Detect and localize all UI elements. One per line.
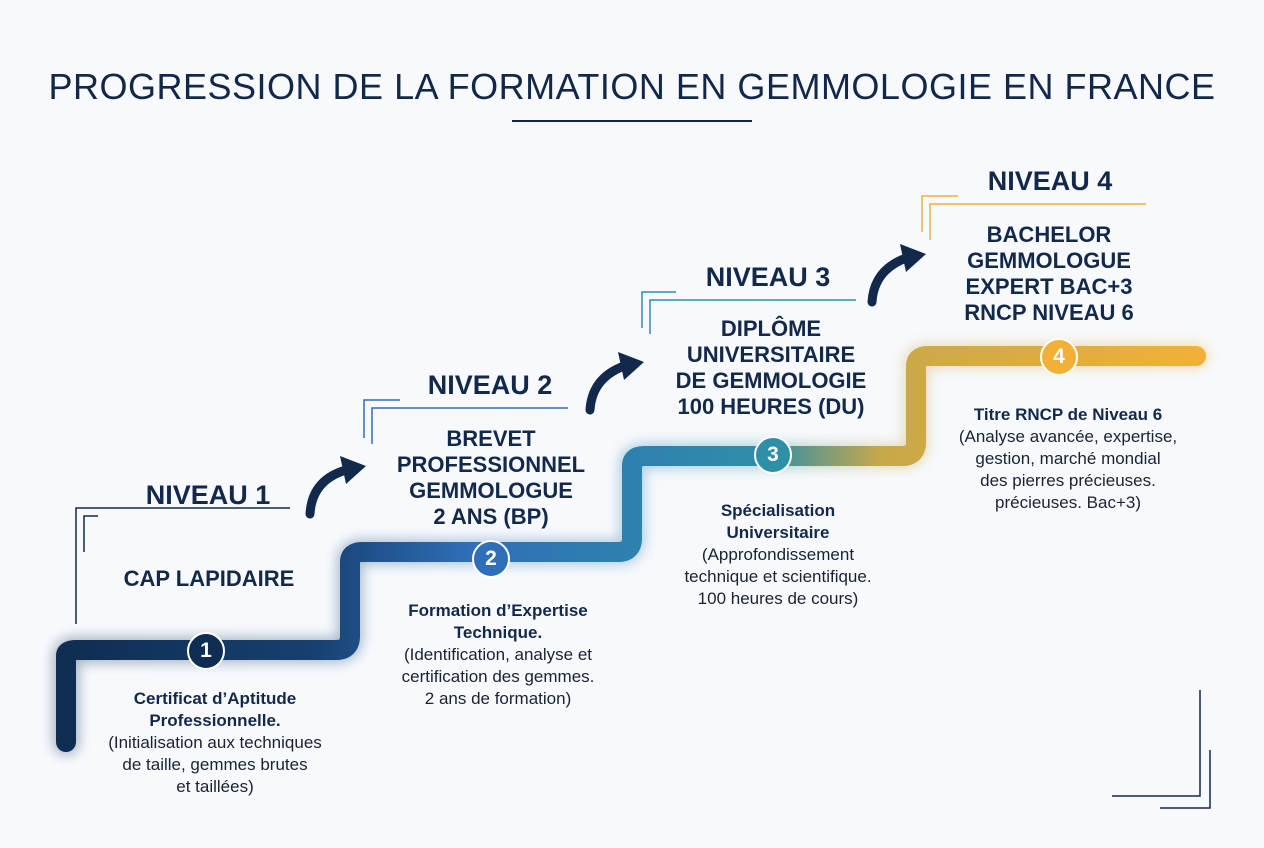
step-1-badge: 1 bbox=[187, 632, 225, 670]
level-4-label: NIVEAU 4 bbox=[987, 166, 1113, 196]
description-head: Certificat d’Aptitude bbox=[133, 689, 297, 708]
diploma-line: 100 HEURES (DU) bbox=[677, 394, 865, 419]
description-head: Spécialisation bbox=[720, 501, 836, 520]
step-4-badge: 4 bbox=[1040, 338, 1078, 376]
level-1-description: Certificat d’Aptitude Professionnelle. (… bbox=[70, 688, 360, 798]
description-head: Titre RNCP de Niveau 6 bbox=[973, 405, 1163, 424]
arrow-icon-2-to-3 bbox=[585, 352, 644, 415]
description-body: 100 heures de cours) bbox=[697, 589, 859, 608]
description-body: (Identification, analyse et bbox=[403, 645, 593, 664]
description-body: 2 ans de formation) bbox=[424, 689, 572, 708]
level-4-bracket bbox=[921, 195, 1146, 240]
level-3-bracket bbox=[641, 291, 856, 334]
level-3-label: NIVEAU 3 bbox=[705, 262, 831, 292]
diploma-line: BACHELOR bbox=[986, 222, 1112, 247]
description-body: (Approfondissement bbox=[701, 545, 855, 564]
description-body: certification des gemmes. bbox=[401, 667, 595, 686]
diploma-line: BREVET bbox=[446, 426, 536, 451]
description-head: Universitaire bbox=[726, 523, 830, 542]
description-head: Professionnelle. bbox=[149, 711, 281, 730]
diploma-line: 2 ANS (BP) bbox=[433, 504, 549, 529]
corner-decoration bbox=[1112, 690, 1211, 809]
level-2-diploma: BREVET PROFESSIONNEL GEMMOLOGUE 2 ANS (B… bbox=[378, 426, 604, 530]
title-underline bbox=[512, 120, 752, 122]
diploma-line: DE GEMMOLOGIE bbox=[675, 368, 867, 393]
diploma-line: DIPLÔME bbox=[720, 316, 822, 341]
arrow-icon-1-to-2 bbox=[305, 456, 366, 519]
level-3-description: Spécialisation Universitaire (Approfondi… bbox=[650, 500, 906, 610]
level-1-label: NIVEAU 1 bbox=[145, 480, 271, 510]
description-head: Formation d’Expertise bbox=[408, 601, 588, 620]
level-2-description: Formation d’Expertise Technique. (Identi… bbox=[360, 600, 636, 710]
diploma-line: PROFESSIONNEL bbox=[396, 452, 586, 477]
level-1-bracket bbox=[75, 507, 290, 624]
level-1-diploma: CAP LAPIDAIRE bbox=[94, 566, 324, 592]
description-body: (Initialisation aux techniques bbox=[108, 733, 322, 752]
diploma-line: GEMMOLOGUE bbox=[967, 248, 1131, 273]
description-body: de taille, gemmes brutes bbox=[122, 755, 308, 774]
description-body: technique et scientifique. bbox=[684, 567, 872, 586]
diploma-line: RNCP NIVEAU 6 bbox=[964, 300, 1134, 325]
level-3-diploma: DIPLÔME UNIVERSITAIRE DE GEMMOLOGIE 100 … bbox=[656, 316, 886, 420]
diploma-line: GEMMOLOGUE bbox=[409, 478, 573, 503]
level-2-label: NIVEAU 2 bbox=[427, 370, 553, 400]
description-body: gestion, marché mondial bbox=[975, 449, 1161, 468]
diploma-line: UNIVERSITAIRE bbox=[686, 342, 856, 367]
description-body: des pierres précieuses. bbox=[980, 471, 1156, 490]
arrow-icon-3-to-4 bbox=[867, 244, 926, 307]
diploma-line: CAP LAPIDAIRE bbox=[123, 566, 295, 591]
level-4-description: Titre RNCP de Niveau 6 (Analyse avancée,… bbox=[930, 404, 1206, 514]
description-body: et taillées) bbox=[176, 777, 254, 796]
step-3-badge: 3 bbox=[754, 436, 792, 474]
description-body: (Analyse avancée, expertise, bbox=[958, 427, 1178, 446]
level-4-diploma: BACHELOR GEMMOLOGUE EXPERT BAC+3 RNCP NI… bbox=[936, 222, 1162, 326]
stair-path bbox=[56, 346, 1206, 752]
level-2-bracket bbox=[363, 399, 568, 444]
diploma-line: EXPERT BAC+3 bbox=[965, 274, 1133, 299]
description-head: Technique. bbox=[453, 623, 543, 642]
step-2-badge: 2 bbox=[472, 540, 510, 578]
description-body: précieuses. Bac+3) bbox=[995, 493, 1141, 512]
page-title: PROGRESSION DE LA FORMATION EN GEMMOLOGI… bbox=[48, 66, 1216, 107]
